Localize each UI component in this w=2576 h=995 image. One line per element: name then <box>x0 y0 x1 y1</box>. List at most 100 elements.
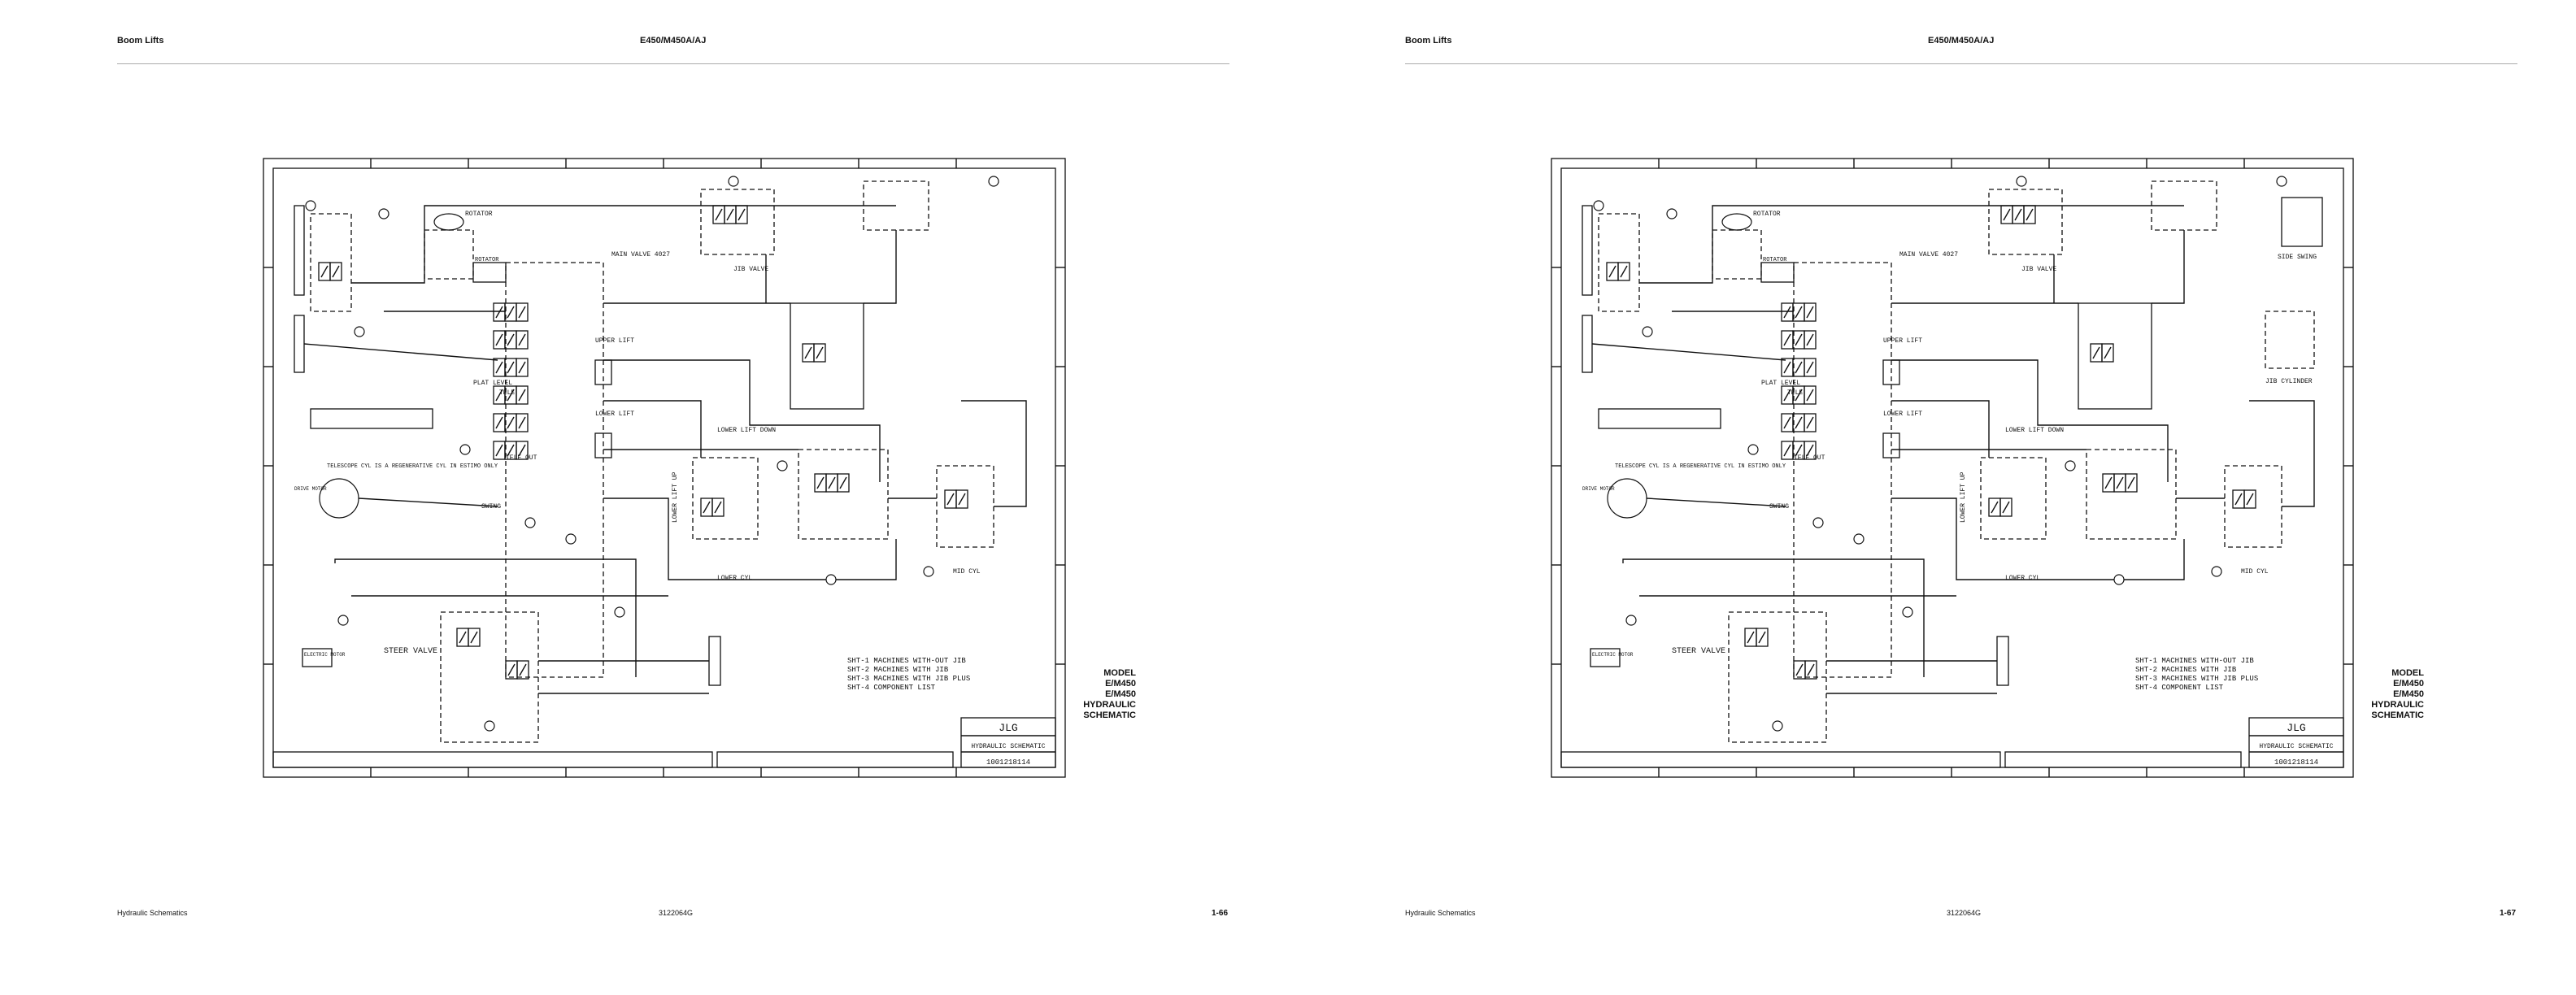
valve-flow-arrow <box>2014 208 2022 221</box>
steer-valve-box <box>440 611 539 743</box>
callout-bubble <box>378 208 389 219</box>
valve-flow-arrow <box>507 416 515 429</box>
callout-bubble <box>1812 517 1824 528</box>
callout-bubble <box>825 574 837 585</box>
rotator-valve-label: ROTATOR <box>1763 257 1787 263</box>
hydraulic-line <box>1646 498 1786 507</box>
valve-spool <box>1804 660 1817 680</box>
callout-bubble <box>777 460 788 471</box>
caption-line: E/M450 <box>2393 689 2424 699</box>
lower-lift-label: LOWER LIFT <box>595 411 634 418</box>
valve-flow-arrow <box>495 416 503 429</box>
main-valve-label: MAIN VALVE 4027 <box>1899 251 1958 259</box>
valve-flow-arrow <box>715 208 723 221</box>
valve-spool <box>468 628 481 647</box>
valve-flow-arrow <box>2246 493 2254 506</box>
valve-spool <box>1756 628 1769 647</box>
swing-label: SWING <box>1769 503 1789 511</box>
component-box <box>310 213 352 312</box>
hydraulic-line <box>1891 359 2169 482</box>
lower-lift-up-label: LOWER LIFT UP <box>672 471 679 523</box>
valve-flow-arrow <box>1991 501 1999 514</box>
valve-flow-arrow <box>1620 265 1628 278</box>
steer-cylinder <box>1996 636 2009 686</box>
callout-bubble <box>1747 444 1759 455</box>
lower-lift-down-label: LOWER LIFT DOWN <box>717 427 776 434</box>
jib-cylinder-label: JIB CYLINDER <box>2265 378 2313 385</box>
hydraulic-line <box>603 498 897 580</box>
hydraulic-line <box>2152 230 2185 304</box>
valve-flow-arrow <box>495 333 503 346</box>
tele-label: TELE <box>1787 389 1803 397</box>
valve-flow-arrow <box>518 389 526 402</box>
manifold-box <box>2078 302 2152 410</box>
caption-line: E/M450 <box>2393 679 2424 689</box>
caption-line: MODEL <box>1103 668 1136 678</box>
title-block-logo: JLG <box>2287 722 2305 734</box>
lower-cyl-valve-box <box>1980 457 2047 540</box>
sheet-note: SHT-4 COMPONENT LIST <box>2135 684 2224 692</box>
proprietary-notice-box <box>272 751 713 768</box>
valve-flow-arrow <box>507 389 515 402</box>
valve-flow-arrow <box>2002 501 2010 514</box>
drive-motor-symbol <box>319 478 359 519</box>
lower-cyl-label: LOWER CYL <box>2005 575 2040 582</box>
sheet-note: SHT-2 MACHINES WITH JIB <box>2135 666 2237 674</box>
component-box <box>798 449 889 540</box>
component-box <box>1760 262 1795 283</box>
tele-out-label: TELE OUT <box>1794 454 1825 462</box>
steer-valve-label: STEER VALVE <box>384 647 437 656</box>
callout-bubble <box>354 326 365 337</box>
drive-motor-label: DRIVE MOTOR <box>294 486 327 492</box>
valve-flow-arrow <box>1608 265 1617 278</box>
callout-bubble <box>2016 176 2027 187</box>
callout-bubble <box>923 566 934 577</box>
callout-bubble <box>524 517 536 528</box>
tele-out-label: TELE OUT <box>506 454 537 462</box>
schematic-caption: MODEL E/M450 E/M450 HYDRAULIC SCHEMATIC <box>2365 668 2424 721</box>
valve-flow-arrow <box>1795 306 1803 319</box>
component-box <box>594 432 612 458</box>
valve-flow-arrow <box>507 306 515 319</box>
side-swing-valve <box>2281 197 2323 247</box>
telescope-cylinder <box>310 408 433 429</box>
telescope-note: TELESCOPE CYL IS A REGENERATIVE CYL IN E… <box>327 463 498 470</box>
valve-flow-arrow <box>1783 333 1791 346</box>
electric-motor-box <box>302 648 333 667</box>
callout-bubble <box>565 533 577 545</box>
rotator-box <box>424 229 474 280</box>
hydraulic-line <box>603 400 702 458</box>
cylinder <box>294 205 305 296</box>
callout-bubble <box>1625 615 1637 626</box>
valve-flow-arrow <box>507 333 515 346</box>
callout-bubble <box>1593 200 1604 211</box>
valve-flow-arrow <box>1806 416 1814 429</box>
manifold-box <box>790 302 864 410</box>
valve-spool <box>516 660 529 680</box>
valve-spool <box>1804 302 1817 322</box>
hydraulic-line <box>1591 343 1786 361</box>
valve-flow-arrow <box>1795 416 1803 429</box>
callout-bubble <box>2065 460 2076 471</box>
callout-bubble <box>1642 326 1653 337</box>
valve-spool <box>1804 358 1817 377</box>
steer-valve-box <box>1728 611 1827 743</box>
valve-flow-arrow <box>1806 306 1814 319</box>
valve-flow-arrow <box>507 444 515 457</box>
valve-flow-arrow <box>470 631 478 644</box>
telescope-note: TELESCOPE CYL IS A REGENERATIVE CYL IN E… <box>1615 463 1786 470</box>
hydraulic-line <box>1891 498 2185 580</box>
valve-flow-arrow <box>495 444 503 457</box>
rotator-valve-label: ROTATOR <box>475 257 499 263</box>
callout-bubble <box>1902 606 1913 618</box>
valve-flow-arrow <box>839 476 847 489</box>
hydraulic-line <box>1622 558 1925 677</box>
valve-flow-arrow <box>2003 208 2011 221</box>
valve-flow-arrow <box>519 663 527 676</box>
valve-flow-arrow <box>332 265 340 278</box>
valve-flow-arrow <box>1783 361 1791 374</box>
valve-flow-arrow <box>816 476 825 489</box>
rotator-box <box>1712 229 1762 280</box>
